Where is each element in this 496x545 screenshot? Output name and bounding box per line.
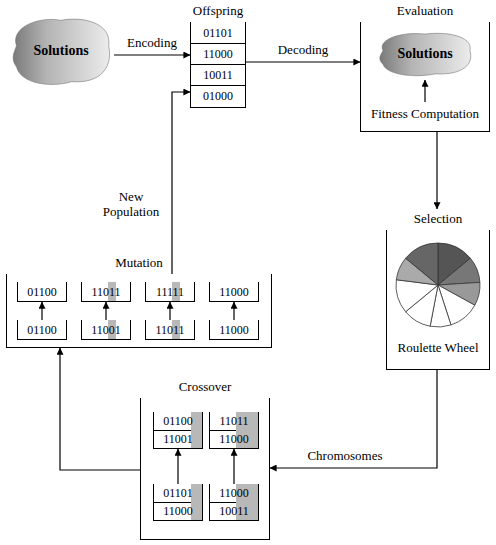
chromosome-cell: 11111	[145, 282, 195, 302]
chromosome-cell: 11000	[209, 484, 259, 503]
bit-string: 11000	[219, 322, 249, 337]
roulette-wheel	[387, 230, 491, 334]
blob-outline	[380, 33, 471, 75]
bit-string: 11111	[156, 284, 184, 299]
flow-arrow	[105, 302, 106, 320]
chromosome-cell: 01100	[153, 412, 203, 431]
bit-string: 11011	[219, 414, 248, 429]
mutation-box: Mutation01100110111111111000011001100111…	[6, 274, 272, 348]
edge-label: Encoding	[125, 36, 179, 51]
flow-arrow	[270, 370, 437, 468]
blob-label: Solutions	[33, 43, 88, 59]
body-text: Fitness Computation	[371, 106, 479, 122]
evaluation-box: EvaluationFitness ComputationSolutions	[360, 22, 490, 132]
flow-arrow	[169, 302, 170, 320]
flow-arrow	[233, 449, 234, 484]
flow-arrow	[41, 302, 42, 320]
bit-string: 01100	[27, 284, 57, 299]
chromosome-cell: 01101	[153, 484, 203, 503]
bit-string: 01000	[203, 89, 233, 104]
flow-arrow	[436, 132, 437, 209]
chromosome-cell: 01000	[191, 85, 245, 106]
flow-arrow	[114, 54, 190, 55]
flow-arrow	[233, 302, 234, 320]
solution-space: Solutions	[375, 30, 475, 78]
wheel-slice	[438, 258, 480, 285]
chromosome-cell: 11000	[209, 430, 259, 449]
chromosome-cell: 11000	[153, 502, 203, 521]
chromosome-cell: 11000	[191, 43, 245, 64]
fitness-arrow-line	[424, 80, 425, 102]
blob-outline	[13, 19, 109, 84]
bit-string: 01101	[163, 486, 193, 501]
flow-arrow	[60, 348, 140, 470]
chromosome-cell: 11000	[209, 320, 259, 340]
chromosome-cell: 01100	[17, 282, 67, 302]
edge-label: New Population	[94, 190, 168, 220]
population-box: Offspring01101110001001101000	[190, 22, 246, 108]
blob-label: Solutions	[397, 46, 452, 62]
chromosome-cell: 11011	[81, 282, 131, 302]
bit-string: 11000	[219, 486, 249, 501]
bit-string: 11011	[91, 284, 120, 299]
bit-string: 11000	[203, 47, 233, 62]
chromosome-cell: 11011	[145, 320, 195, 340]
selection-box: SelectionRoulette Wheel	[386, 230, 490, 370]
chromosome-cell: 01100	[17, 320, 67, 340]
bit-string: 01100	[27, 322, 57, 337]
flow-arrow	[172, 92, 190, 274]
chromosome-cell: 10011	[209, 502, 259, 521]
flow-arrow	[177, 449, 178, 484]
bit-string: 10011	[219, 504, 249, 519]
chromosome-cell: 11001	[153, 430, 203, 449]
chromosome-cell: 11001	[81, 320, 131, 340]
edge-label: Chromosomes	[305, 449, 384, 464]
solution-space: Solutions	[8, 14, 114, 88]
bit-string: 11001	[163, 432, 193, 447]
wheel-slice	[406, 243, 438, 285]
flow-arrow	[246, 61, 360, 62]
chromosome-cell: 01101	[191, 22, 245, 43]
bit-string: 11000	[163, 504, 193, 519]
stage-heading: Evaluation	[397, 3, 453, 19]
bit-string: 11011	[155, 322, 184, 337]
chromosome-cell: 10011	[191, 64, 245, 85]
bit-string: 11001	[91, 322, 121, 337]
body-text: Roulette Wheel	[398, 340, 479, 356]
stage-heading: Offspring	[193, 3, 243, 19]
stage-heading: Selection	[414, 211, 462, 227]
chromosome-cell: 11000	[209, 282, 259, 302]
stage-heading: Crossover	[179, 379, 232, 395]
edge-label: Decoding	[276, 43, 331, 58]
bit-string: 01101	[203, 25, 233, 40]
chromosome-cell: 11011	[209, 412, 259, 431]
crossover-box: Crossover0110011011110011100001101110001…	[140, 398, 270, 540]
bit-string: 11000	[219, 284, 249, 299]
stage-heading: Mutation	[115, 255, 163, 271]
bit-string: 01100	[163, 414, 193, 429]
bit-string: 10011	[203, 68, 233, 83]
bit-string: 11000	[219, 432, 249, 447]
